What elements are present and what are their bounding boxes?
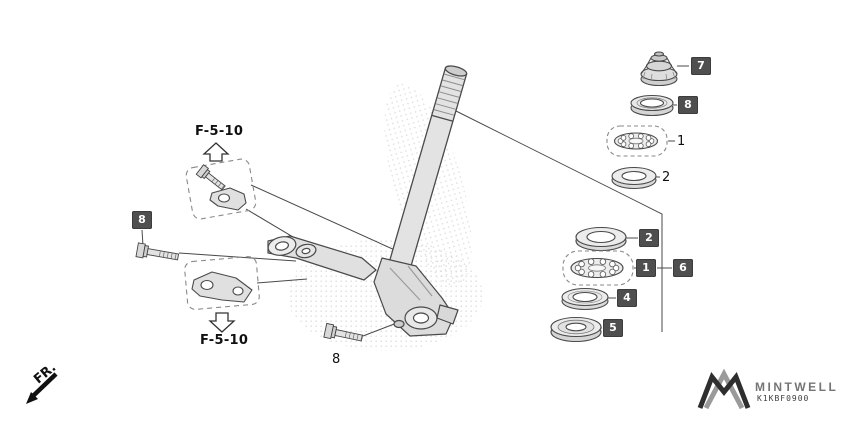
- bottom-bridge: [267, 235, 459, 337]
- arrow-up-icon: [202, 142, 230, 162]
- callout-badge-5[interactable]: 5: [603, 319, 623, 337]
- callout-badge-6[interactable]: 6: [673, 259, 693, 277]
- bolt-bottom-8: [323, 322, 364, 342]
- part-race-mid: [575, 226, 627, 252]
- part-bearing-lower: [562, 250, 634, 286]
- ref-label-f510-top: F-5-10: [195, 124, 244, 139]
- bracket-clamp-top: [209, 187, 247, 211]
- callout-badge-1-lower[interactable]: 1: [636, 259, 656, 277]
- callout-label-1-upper: 1: [677, 134, 686, 149]
- ref-label-f510-bottom: F-5-10: [200, 333, 249, 348]
- callout-badge-2-lower[interactable]: 2: [639, 229, 659, 247]
- bracket-clamp-bottom: [191, 271, 253, 303]
- callout-badge-8-left[interactable]: 8: [132, 211, 152, 229]
- part-race-upper: [611, 166, 657, 190]
- dashed-box-bottom: [184, 256, 260, 310]
- arrow-down-icon: [208, 312, 236, 333]
- bolt-left-8: [135, 242, 180, 261]
- callout-label-8-bottom: 8: [332, 352, 341, 367]
- part-race-4: [561, 287, 609, 311]
- part-bearing-upper: [606, 125, 668, 157]
- part-stem-nut-cap: [640, 51, 678, 87]
- callout-badge-4[interactable]: 4: [617, 289, 637, 307]
- bolt-small: [195, 164, 226, 191]
- brand-wordmark: MINTWELL: [755, 380, 839, 394]
- callout-badge-7[interactable]: 7: [691, 57, 711, 75]
- callout-label-2-upper: 2: [662, 170, 671, 185]
- fr-arrow-icon: [26, 372, 58, 404]
- mintwell-logo: [697, 368, 751, 410]
- part-dust-seal-upper: [630, 94, 674, 117]
- callout-badge-8-upper[interactable]: 8: [678, 96, 698, 114]
- part-code: K1KBF0900: [757, 394, 810, 403]
- part-dust-seal-5: [550, 316, 602, 343]
